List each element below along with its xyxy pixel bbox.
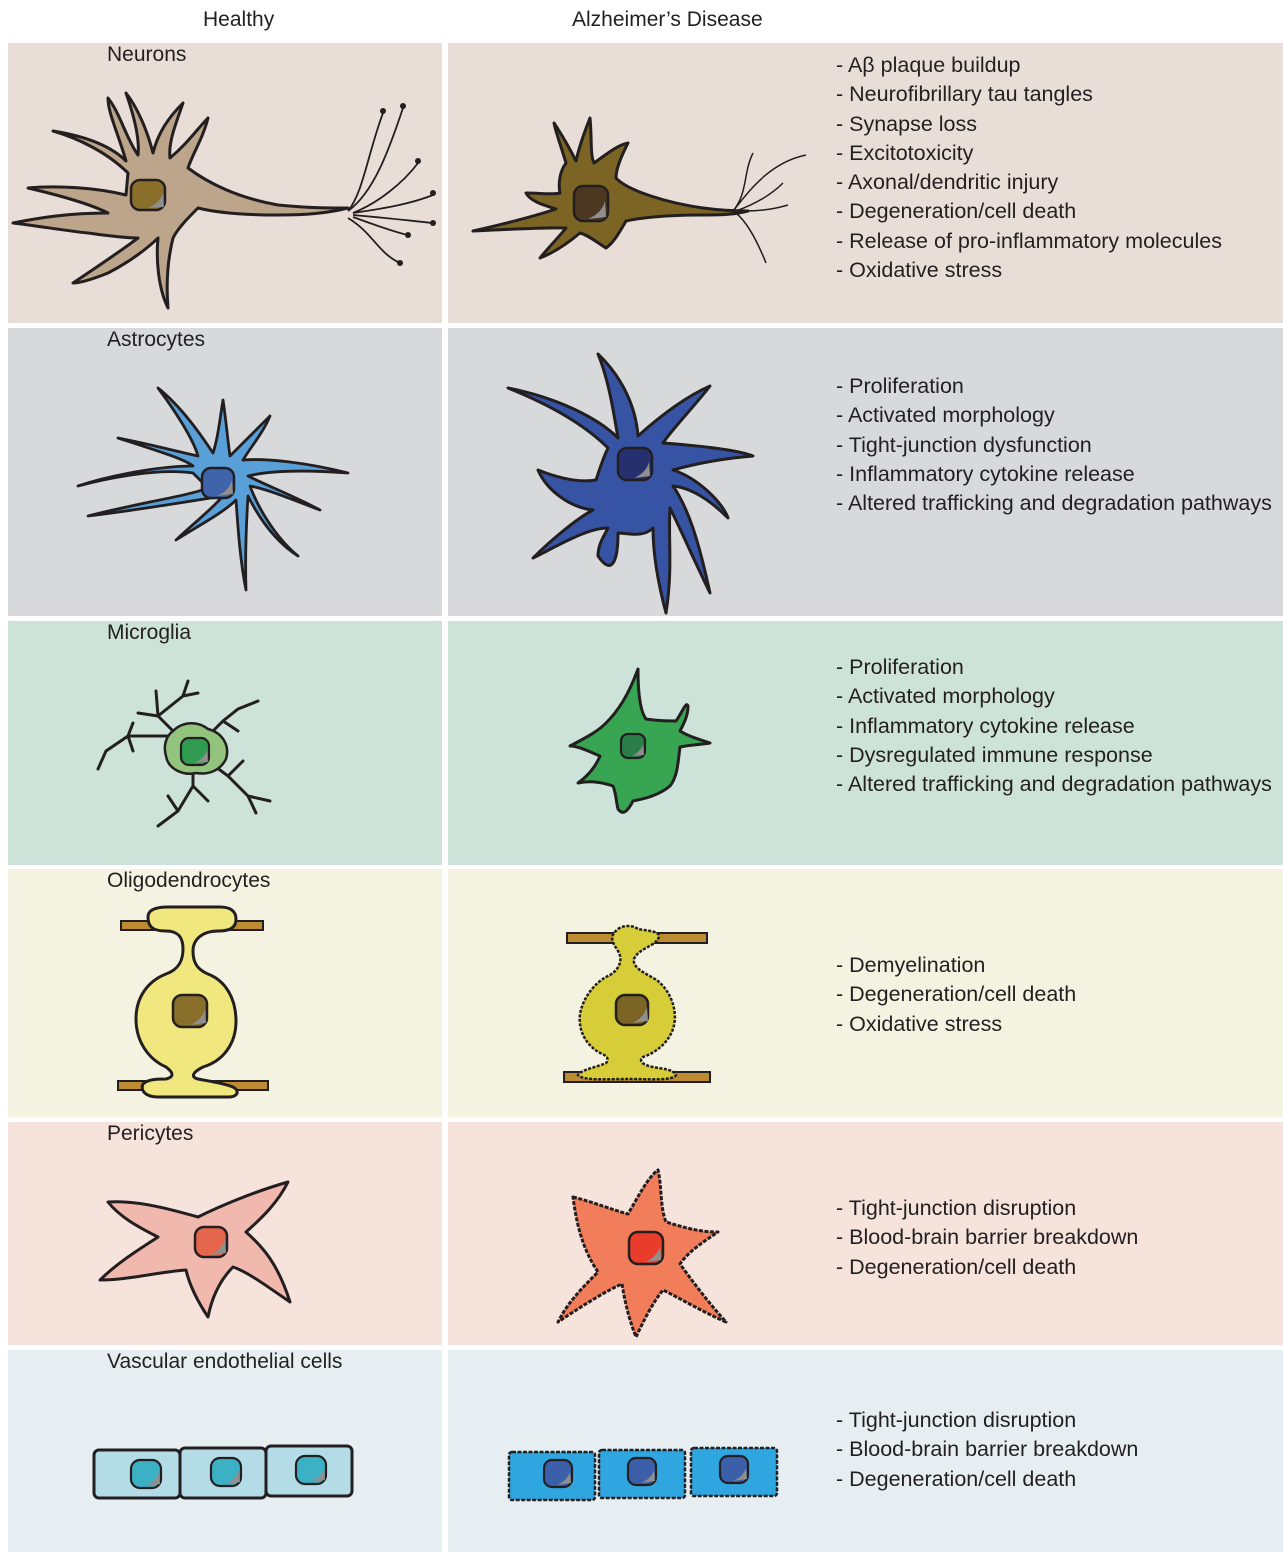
disease-column-header: Alzheimer’s Disease <box>572 8 763 32</box>
effect-item: - Release of pro-inflammatory molecules <box>836 227 1281 256</box>
row-title-astrocytes: Astrocytes <box>107 328 205 352</box>
row-title-vascular-endothelial-cells: Vascular endothelial cells <box>107 1350 342 1374</box>
disease-cell-panel: - Tight-junction disruption - Blood-brai… <box>448 1350 1283 1552</box>
effect-item: - Proliferation <box>836 653 1281 682</box>
effect-item: - Inflammatory cytokine release <box>836 460 1281 489</box>
healthy-cell-panel <box>8 621 442 865</box>
effect-item: - Degeneration/cell death <box>836 1465 1281 1494</box>
row-oligodendrocytes: - Demyelination - Degeneration/cell deat… <box>0 869 1283 1117</box>
healthy-cell-panel <box>8 1350 442 1552</box>
effect-item: - Inflammatory cytokine release <box>836 712 1281 741</box>
effect-item: - Blood-brain barrier breakdown <box>836 1223 1281 1252</box>
vascular-effects-list: - Tight-junction disruption - Blood-brai… <box>836 1406 1281 1494</box>
disease-cell-panel: - Demyelination - Degeneration/cell deat… <box>448 869 1283 1117</box>
row-microglia: - Proliferation - Activated morphology -… <box>0 621 1283 865</box>
effect-item: - Degeneration/cell death <box>836 1253 1281 1282</box>
row-title-neurons: Neurons <box>107 43 186 67</box>
effect-item: - Oxidative stress <box>836 1010 1281 1039</box>
healthy-cell-panel <box>8 1122 442 1345</box>
effect-item: - Tight-junction disruption <box>836 1406 1281 1435</box>
disease-cell-panel: - Proliferation - Activated morphology -… <box>448 621 1283 865</box>
row-vascular-endothelial-cells: - Tight-junction disruption - Blood-brai… <box>0 1350 1283 1552</box>
disease-cell-panel: - Aβ plaque buildup - Neurofibrillary ta… <box>448 43 1283 323</box>
effect-item: - Excitotoxicity <box>836 139 1281 168</box>
oligodendrocytes-effects-list: - Demyelination - Degeneration/cell deat… <box>836 951 1281 1039</box>
row-title-oligodendrocytes: Oligodendrocytes <box>107 869 270 893</box>
effect-item: - Neurofibrillary tau tangles <box>836 80 1281 109</box>
pericytes-effects-list: - Tight-junction disruption - Blood-brai… <box>836 1194 1281 1282</box>
effect-item: - Dysregulated immune response <box>836 741 1281 770</box>
healthy-astrocyte-illustration <box>8 328 442 616</box>
effect-item: - Demyelination <box>836 951 1281 980</box>
healthy-oligodendrocyte-illustration <box>8 869 442 1117</box>
effect-item: - Altered trafficking and degradation pa… <box>836 770 1281 799</box>
effect-item: - Blood-brain barrier breakdown <box>836 1435 1281 1464</box>
disease-cell-panel: - Proliferation - Activated morphology -… <box>448 328 1283 616</box>
effect-item: - Axonal/dendritic injury <box>836 168 1281 197</box>
row-title-pericytes: Pericytes <box>107 1122 193 1146</box>
healthy-microglia-illustration <box>8 621 442 865</box>
healthy-endothelial-illustration <box>8 1350 442 1552</box>
neurons-effects-list: - Aβ plaque buildup - Neurofibrillary ta… <box>836 51 1281 285</box>
effect-item: - Activated morphology <box>836 401 1281 430</box>
effect-item: - Aβ plaque buildup <box>836 51 1281 80</box>
effect-item: - Degeneration/cell death <box>836 980 1281 1009</box>
effect-item: - Proliferation <box>836 372 1281 401</box>
effect-item: - Degeneration/cell death <box>836 197 1281 226</box>
healthy-cell-panel <box>8 869 442 1117</box>
healthy-pericyte-illustration <box>8 1122 442 1345</box>
disease-cell-panel: - Tight-junction disruption - Blood-brai… <box>448 1122 1283 1345</box>
astrocytes-effects-list: - Proliferation - Activated morphology -… <box>836 372 1281 518</box>
effect-item: - Synapse loss <box>836 110 1281 139</box>
healthy-cell-panel <box>8 43 442 323</box>
microglia-effects-list: - Proliferation - Activated morphology -… <box>836 653 1281 799</box>
effect-item: - Tight-junction disruption <box>836 1194 1281 1223</box>
row-neurons: - Aβ plaque buildup - Neurofibrillary ta… <box>0 43 1283 323</box>
row-pericytes: - Tight-junction disruption - Blood-brai… <box>0 1122 1283 1345</box>
row-astrocytes: - Proliferation - Activated morphology -… <box>0 328 1283 616</box>
effect-item: - Oxidative stress <box>836 256 1281 285</box>
effect-item: - Altered trafficking and degradation pa… <box>836 489 1281 518</box>
row-title-microglia: Microglia <box>107 621 191 645</box>
healthy-column-header: Healthy <box>203 8 274 32</box>
healthy-cell-panel <box>8 328 442 616</box>
effect-item: - Tight-junction dysfunction <box>836 431 1281 460</box>
healthy-neuron-illustration <box>8 43 442 323</box>
effect-item: - Activated morphology <box>836 682 1281 711</box>
